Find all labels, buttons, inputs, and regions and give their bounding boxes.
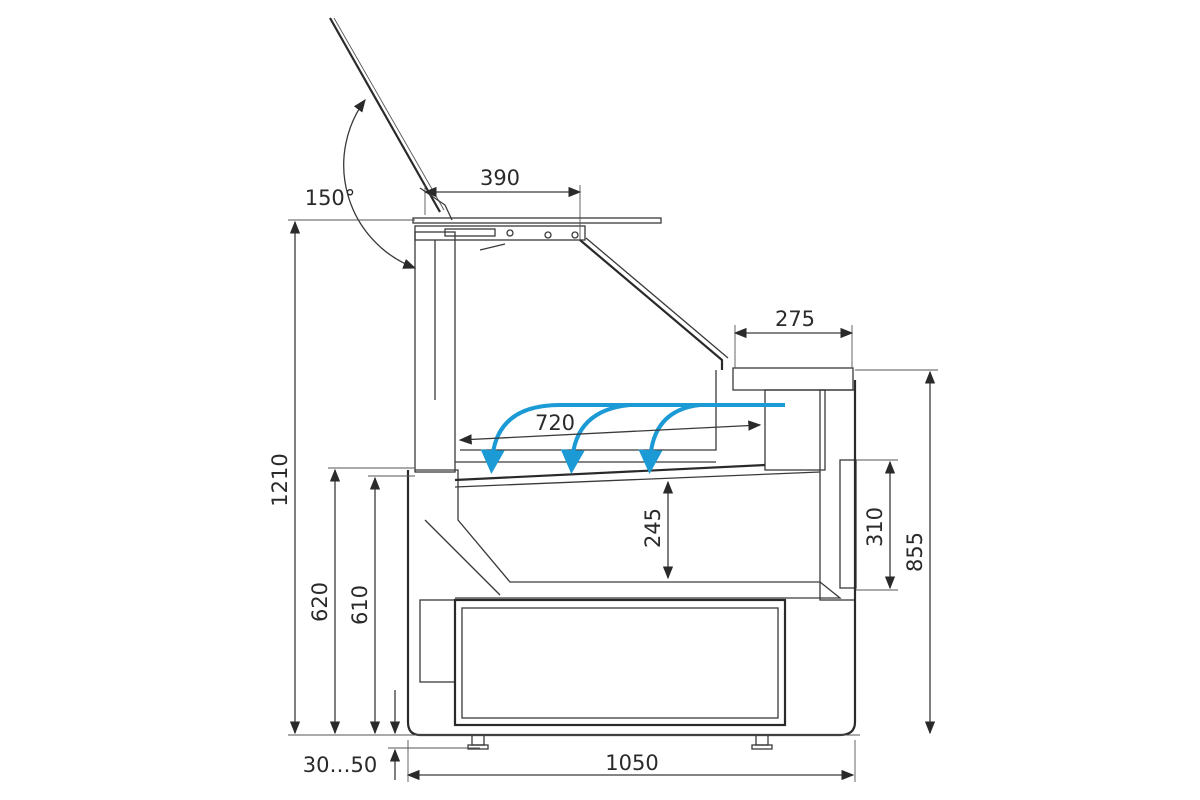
- dimension-lines: [288, 185, 938, 782]
- height-610-label: 610: [348, 585, 372, 625]
- foot-adjust-label: 30…50: [303, 753, 377, 777]
- lid-angle-label: 150°: [305, 186, 356, 210]
- total-height-label: 1210: [268, 453, 292, 506]
- rear-counter: [732, 367, 857, 601]
- display-depth-label: 720: [535, 411, 575, 435]
- door-height-label: 310: [863, 507, 887, 547]
- well-depth-label: 245: [641, 508, 665, 548]
- lid-angle-arc: [320, 98, 417, 269]
- feet: [467, 734, 773, 750]
- top-shelf-depth-label: 390: [480, 166, 520, 190]
- counter-depth-label: 275: [775, 307, 815, 331]
- airflow-arrows: [480, 403, 785, 474]
- top-frame: [412, 217, 662, 473]
- height-620-label: 620: [308, 582, 332, 622]
- total-depth-label: 1050: [605, 751, 658, 775]
- compressor-box: [453, 598, 787, 727]
- cabinet-body: [406, 380, 857, 737]
- rear-height-label: 855: [903, 532, 927, 572]
- front-glass: [460, 237, 729, 451]
